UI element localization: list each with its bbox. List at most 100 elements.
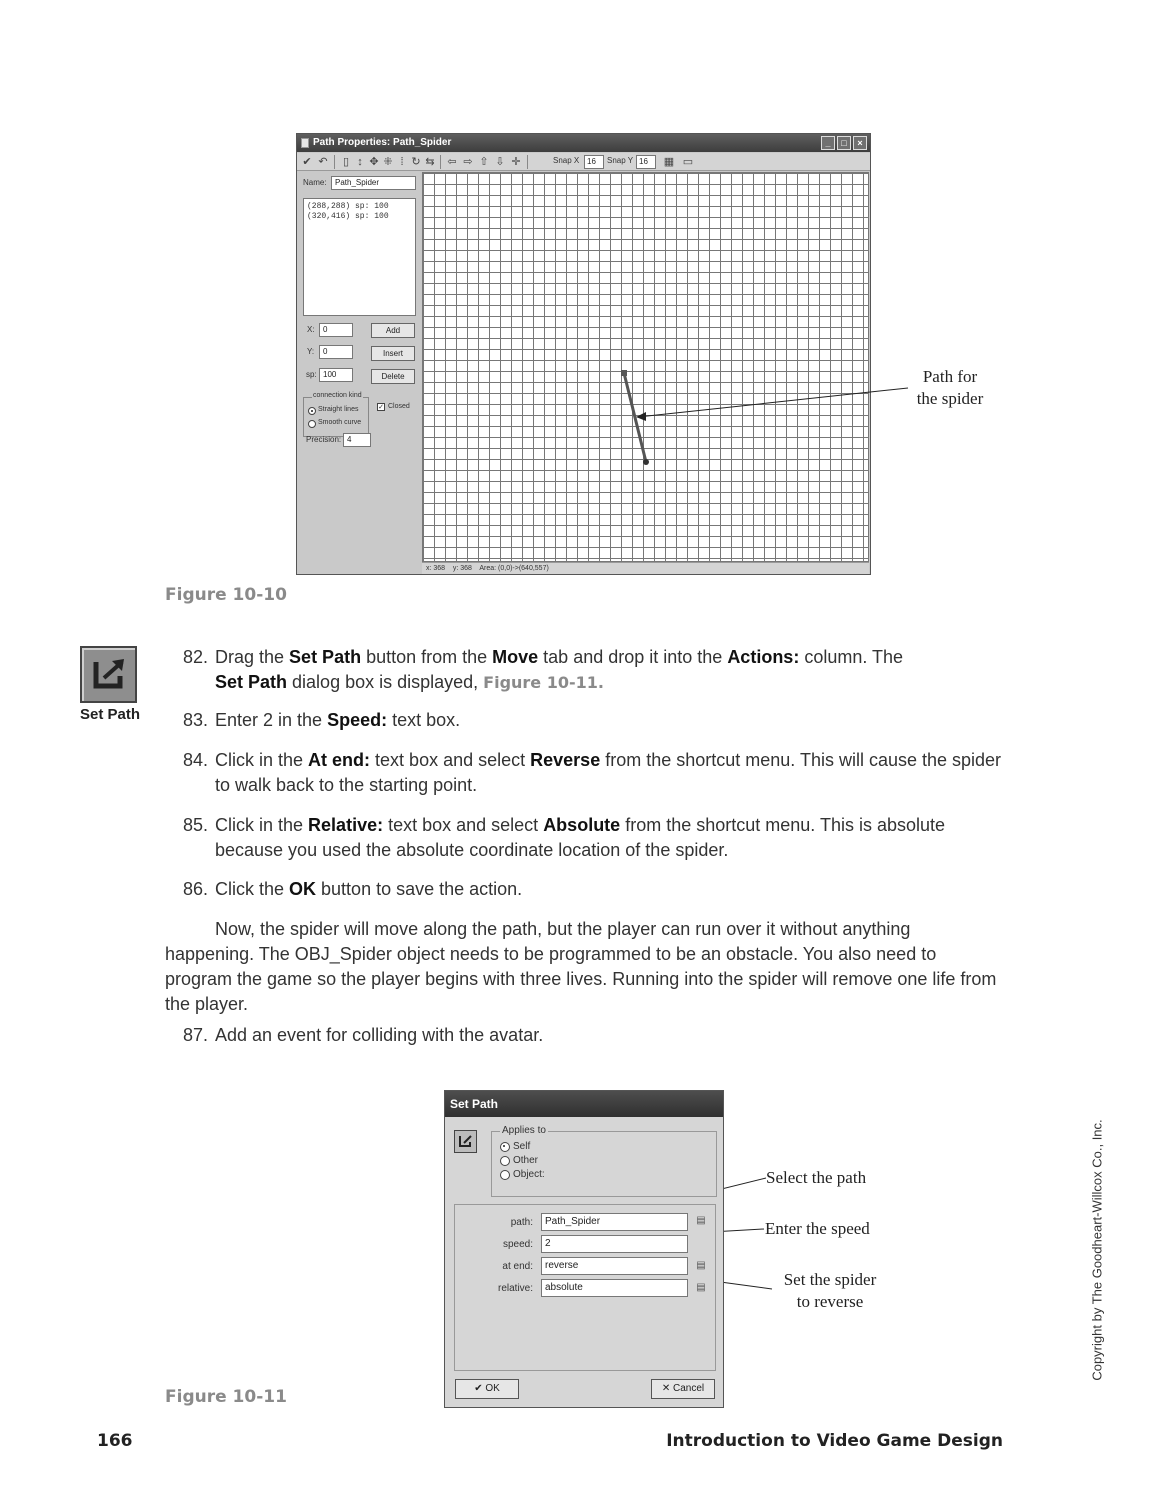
name-label: Name: [303,178,327,187]
callout-line-1: Path for [922,367,978,386]
document-icon [301,138,309,148]
rotate-icon[interactable]: ↻ [411,156,421,168]
window-title: Path Properties: Path_Spider [313,137,452,148]
path-point-end[interactable] [643,459,649,465]
snap-y-input[interactable]: 16 [636,155,656,169]
shift-right-icon[interactable]: ⇨ [463,156,473,168]
shift-left-icon[interactable]: ⇦ [447,156,457,168]
scale-icon[interactable]: ⁜ [383,156,393,168]
at-end-picker-icon[interactable]: ▤ [696,1260,706,1271]
smooth-curve-radio[interactable] [308,420,316,428]
set-path-icon [454,1130,477,1153]
callout-enter-speed: Enter the speed [765,1219,870,1238]
step-number: 83. [182,710,208,730]
toolbar: ✔ ↶ ▯ ↕ ✥ ⁜ ⁞ ↻ ⇆ ⇦ ⇨ ⇧ ⇩ ✛ Snap X 16 Sn… [297,153,870,171]
straight-lines-radio[interactable] [308,407,316,415]
cancel-button[interactable]: ✕ Cancel [651,1379,715,1399]
callout-line-2: the spider [916,389,984,408]
path-grid-canvas[interactable] [422,172,869,562]
room-toggle-icon[interactable]: ▭ [682,156,694,168]
x-field[interactable]: 0 [319,323,353,337]
set-path-dialog: Set Path Applies to Self Other Object: p… [444,1090,724,1408]
self-radio[interactable] [500,1142,510,1152]
shift-up-icon[interactable]: ⇧ [479,156,489,168]
path-settings-panel: Name: Path_Spider (288,288) sp: 100 (320… [297,172,421,574]
applies-to-group: Applies to Self Other Object: [491,1125,717,1197]
step-number: 82. [182,647,208,667]
snap-x-input[interactable]: 16 [584,155,604,169]
body-paragraph: Now, the spider will move along the path… [165,919,997,1014]
closed-label: Closed [388,403,410,410]
precision-field[interactable]: 4 [343,433,371,447]
figure-caption-10-10: Figure 10-10 [165,585,287,605]
new-path-icon[interactable]: ▯ [342,156,350,168]
set-path-icon [80,646,137,703]
list-item[interactable]: (320,416) sp: 100 [307,212,389,221]
status-y: y: 368 [452,565,472,572]
grid-toggle-icon[interactable]: ▦ [663,156,675,168]
undo-icon[interactable]: ↶ [318,156,328,168]
window-titlebar: Path Properties: Path_Spider _ □ × [297,134,870,152]
callout-line-2: to reverse [796,1292,864,1311]
ok-check-icon[interactable]: ✔ [302,156,312,168]
other-label: Other [513,1155,539,1166]
y-label: Y: [307,347,315,356]
figure-caption-10-11: Figure 10-11 [165,1387,287,1407]
center-icon[interactable]: ✛ [511,156,521,168]
speed-field[interactable]: 2 [541,1235,688,1253]
callout-select-path: Select the path [766,1168,867,1187]
relative-field[interactable]: absolute [541,1279,688,1297]
closed-checkbox[interactable]: ✓ [377,403,385,411]
add-button[interactable]: Add [371,323,415,338]
points-list[interactable]: (288,288) sp: 100 (320,416) sp: 100 [303,198,416,316]
status-bar: x: 368 y: 368 Area: (0,0)->(640,557) [422,562,869,574]
step-number: 84. [182,750,208,770]
straight-lines-label: Straight lines [318,406,359,413]
close-icon[interactable]: × [853,136,867,150]
speed-field[interactable]: 100 [319,368,353,382]
precision-label: Precision: [306,435,342,444]
relative-picker-icon[interactable]: ▤ [696,1282,706,1293]
flip-vertical-icon[interactable]: ↕ [357,156,363,168]
maximize-icon[interactable]: □ [837,136,851,150]
at-end-label: at end: [502,1261,533,1272]
move-icon[interactable]: ✥ [369,156,379,168]
object-radio[interactable] [500,1170,510,1180]
callout-set-reverse: Set the spider to reverse [760,1269,900,1313]
name-field[interactable]: Path_Spider [331,176,416,190]
other-radio[interactable] [500,1156,510,1166]
ok-label: OK [485,1383,500,1394]
path-point-start[interactable] [621,370,627,376]
speed-label: sp: [306,370,317,379]
page-number: 166 [97,1431,133,1451]
y-field[interactable]: 0 [319,345,353,359]
set-path-icon-label: Set Path [79,706,140,723]
ok-button[interactable]: ✔ OK [455,1379,519,1399]
book-title: Introduction to Video Game Design [666,1431,1003,1451]
shift-down-icon[interactable]: ⇩ [495,156,505,168]
smooth-curve-label: Smooth curve [318,419,362,426]
cancel-label: Cancel [673,1383,705,1394]
insert-button[interactable]: Insert [371,346,415,361]
at-end-field[interactable]: reverse [541,1257,688,1275]
speed-label: speed: [502,1239,533,1250]
step-number: 85. [182,815,208,835]
x-icon: ✕ [661,1383,671,1394]
list-item[interactable]: (288,288) sp: 100 [307,202,389,211]
copyright-notice: Copyright by The Goodheart-Willcox Co., … [1089,1119,1105,1381]
callout-line-1: Set the spider [783,1270,877,1289]
snap-x-label: Snap X [553,156,580,165]
path-picker-icon[interactable]: ▤ [696,1215,706,1226]
stretch-icon[interactable]: ⁞ [400,156,404,168]
x-label: X: [307,325,315,334]
connection-kind-label: connection kind [312,392,363,399]
spider-path-line [622,372,648,463]
reverse-icon[interactable]: ⇆ [425,156,435,168]
path-label: path: [510,1217,533,1228]
path-field[interactable]: Path_Spider [541,1213,688,1231]
snap-y-label: Snap Y [607,156,634,165]
object-label: Object: [513,1169,545,1180]
delete-button[interactable]: Delete [371,369,415,384]
minimize-icon[interactable]: _ [821,136,835,150]
connection-kind-group: connection kind Straight lines Smooth cu… [303,392,369,437]
